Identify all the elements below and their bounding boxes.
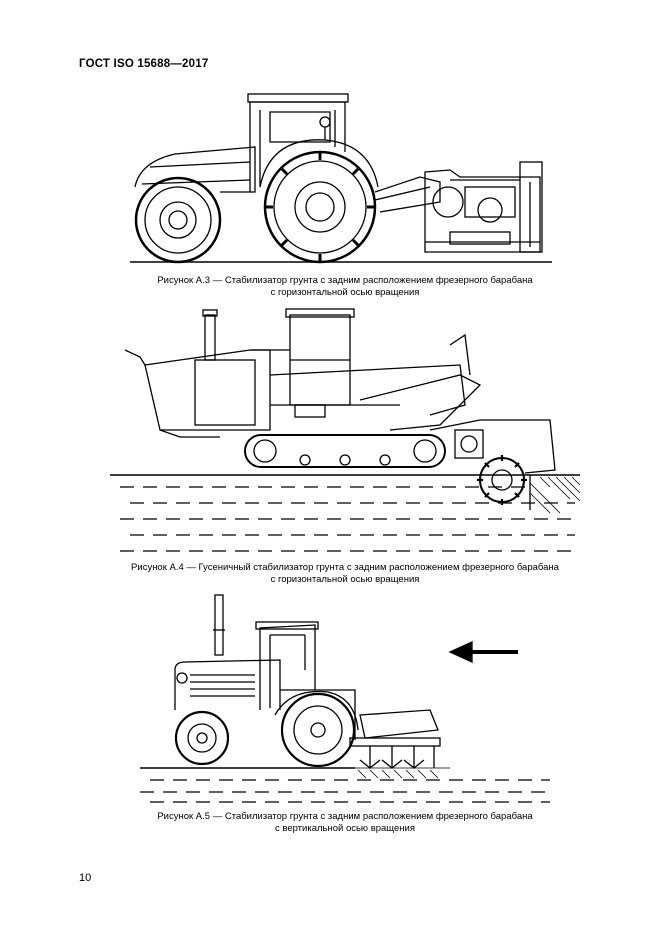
direction-arrow-icon bbox=[448, 640, 473, 664]
figure-a5-caption: Рисунок А.5 — Стабилизатор грунта с задн… bbox=[60, 811, 630, 835]
document-header: ГОСТ ISO 15688—2017 bbox=[79, 58, 209, 70]
caption-line: с горизонтальной осью вращения bbox=[270, 574, 420, 585]
caption-line: Рисунок А.4 — Гусеничный стабилизатор гр… bbox=[131, 562, 559, 573]
figure-a4-caption: Рисунок А.4 — Гусеничный стабилизатор гр… bbox=[60, 562, 630, 586]
figure-a4-drawing bbox=[100, 305, 590, 560]
figure-a5-drawing bbox=[130, 590, 560, 805]
caption-line: с горизонтальной осью вращения bbox=[270, 287, 420, 298]
figure-a3-drawing bbox=[120, 92, 560, 272]
caption-line: с вертикальной осью вращения bbox=[274, 823, 415, 834]
page-number: 10 bbox=[79, 872, 92, 884]
caption-line: Рисунок А.5 — Стабилизатор грунта с задн… bbox=[157, 811, 533, 822]
figure-a3-caption: Рисунок А.3 — Стабилизатор грунта с задн… bbox=[60, 275, 630, 299]
caption-line: Рисунок А.3 — Стабилизатор грунта с задн… bbox=[157, 275, 533, 286]
